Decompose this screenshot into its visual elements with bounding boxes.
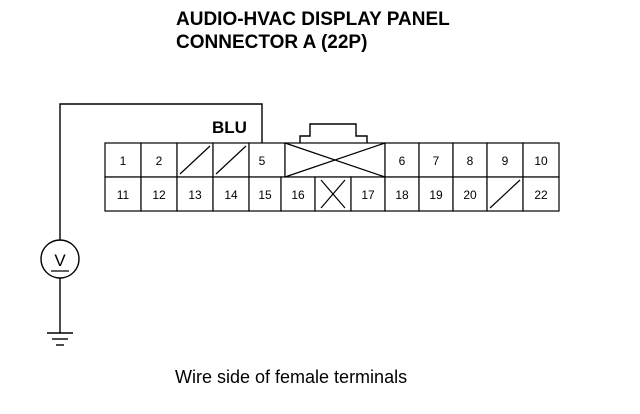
terminal-16 — [280, 176, 316, 212]
unused-slash-icon — [215, 145, 247, 175]
terminal-number: 7 — [433, 154, 440, 168]
ground-icon — [47, 332, 73, 346]
terminal-number: 5 — [259, 154, 266, 168]
title-line-1: AUDIO-HVAC DISPLAY PANEL — [176, 9, 450, 30]
terminal-number: 16 — [291, 188, 305, 202]
terminal-number: 12 — [152, 188, 166, 202]
terminal-number: 17 — [361, 188, 375, 202]
terminal-number: 22 — [534, 188, 548, 202]
voltmeter-icon: V — [40, 239, 80, 279]
unused-slash-icon — [179, 145, 211, 175]
connector-latch-icon — [299, 123, 368, 143]
title-line-2: CONNECTOR A (22P) — [176, 32, 367, 53]
terminal-number: 1 — [120, 154, 127, 168]
wire-color-label: BLU — [212, 118, 247, 137]
terminal-20 — [452, 176, 488, 212]
terminal-number: 2 — [156, 154, 163, 168]
terminal-15 — [248, 176, 282, 212]
terminal-number: 6 — [399, 154, 406, 168]
terminal-number: 8 — [467, 154, 474, 168]
terminal-22 — [522, 176, 560, 212]
terminal-18 — [384, 176, 420, 212]
terminal-10 — [522, 142, 560, 178]
terminal-9 — [486, 142, 524, 178]
terminal-19 — [418, 176, 454, 212]
terminal-number: 13 — [188, 188, 202, 202]
terminal-13 — [176, 176, 214, 212]
terminal-number: 10 — [534, 154, 548, 168]
terminal-number: 15 — [258, 188, 272, 202]
unused-slash-icon — [489, 179, 521, 209]
terminal-2 — [140, 142, 178, 178]
terminal-number: 20 — [463, 188, 477, 202]
diagram-caption: Wire side of female terminals — [175, 367, 407, 387]
terminal-number: 19 — [429, 188, 443, 202]
terminal-7 — [418, 142, 454, 178]
terminal-5 — [248, 142, 286, 178]
terminal-number: 14 — [224, 188, 238, 202]
voltmeter-symbol: V — [54, 251, 66, 270]
terminal-number: 9 — [502, 154, 509, 168]
terminal-11 — [104, 176, 142, 212]
terminal-number: 11 — [117, 188, 130, 202]
connector-a-22p: 1 2 5 6 7 8 9 10 11 12 13 14 15 — [104, 142, 560, 212]
test-wire — [59, 103, 263, 240]
terminal-number: 18 — [395, 188, 409, 202]
